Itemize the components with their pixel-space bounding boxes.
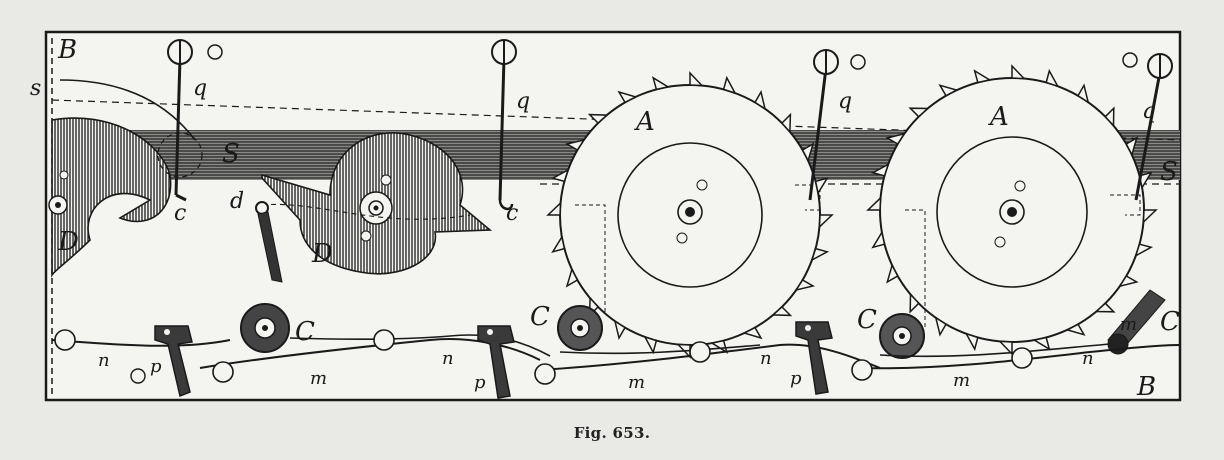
label-n4: n [1082, 348, 1094, 369]
wheel-a1-tooth [771, 305, 793, 317]
wheel-a2-tooth [885, 132, 906, 146]
wheel-a2-tooth [1045, 68, 1060, 88]
wheel-a2-tooth [1134, 243, 1154, 258]
label-p1: p [150, 356, 162, 377]
wheel-a2-tooth [1094, 302, 1116, 313]
wires [51, 334, 1181, 371]
wheel-a2-tooth [908, 107, 930, 118]
wheel-a1-tooth [753, 89, 767, 111]
label-n1: n [98, 350, 110, 371]
wheel-a2-tooth [886, 263, 899, 284]
wheel-a1-tooth [643, 335, 658, 355]
figure-caption: Fig. 653. [573, 424, 651, 442]
label-n2: n [442, 348, 454, 369]
wire-pins [54, 329, 1033, 385]
label-a1: A [634, 107, 655, 137]
levers-p [154, 321, 833, 399]
wheel-a1-tooth [546, 201, 562, 216]
label-d2: D [311, 239, 333, 269]
wheel-a1-tooth [565, 267, 579, 288]
wheel-a1 [559, 84, 821, 346]
lever-d [255, 201, 283, 283]
label-q2: q [516, 89, 530, 114]
wheel-a2-tooth [1118, 274, 1139, 288]
label-c2: c [506, 201, 518, 226]
wheel-a1-tooth [801, 142, 815, 163]
wheel-a2-tooth [973, 69, 992, 84]
label-q3: q [838, 89, 852, 114]
arc-s [59, 79, 196, 141]
label-c-roller-1: C [295, 317, 315, 347]
wheel-a1-tooth [794, 278, 816, 292]
wheel-teeth [546, 64, 1158, 359]
label-m3: m [953, 370, 970, 391]
label-a2: A [988, 102, 1009, 132]
wheel-a2-tooth [938, 84, 959, 97]
wheel-a2-tooth [1125, 136, 1138, 157]
wheel-a2-tooth [1065, 323, 1086, 336]
wheel-a1-tooth [722, 75, 737, 95]
wheel-a1-tooth [587, 113, 609, 125]
wheel-a1-tooth [617, 90, 638, 104]
wheel-a1-tooth [551, 235, 566, 254]
wheel-a2-tooth [871, 230, 886, 249]
label-q1: q [193, 76, 207, 101]
wheel-a2 [879, 77, 1145, 343]
label-m1: m [310, 368, 327, 389]
wheel-a2-tooth [964, 332, 979, 352]
label-c-roller-4: C [1160, 307, 1180, 337]
label-s-center: S [222, 139, 240, 169]
label-b-bottom: B [1136, 372, 1156, 402]
wheel-a2-tooth [1032, 336, 1051, 351]
wheel-a2-tooth [866, 196, 882, 211]
wheel-a1-tooth [613, 319, 627, 341]
label-s-right: S [1160, 157, 1178, 187]
wheel-a1-tooth [564, 138, 586, 152]
label-b-top: B [57, 35, 77, 65]
label-m4: m [1120, 314, 1137, 335]
wheel-a2-tooth [1142, 209, 1158, 224]
wheel-a1-tooth [780, 112, 792, 134]
rollers-c [240, 289, 1166, 359]
cam-d1 [48, 117, 203, 278]
label-c1: c [174, 201, 186, 226]
label-s-left: s [30, 76, 41, 101]
rods-q [167, 39, 1173, 211]
wheel-a2-tooth [1076, 83, 1090, 104]
wheel-a2-tooth [909, 292, 920, 314]
label-d: d [230, 189, 244, 214]
wheel-a1-tooth [742, 326, 763, 340]
wheel-a1-tooth [818, 214, 834, 229]
label-m2: m [628, 372, 645, 393]
label-p2: p [474, 372, 486, 393]
wheel-a2-tooth [934, 316, 948, 337]
wheel-a1-tooth [814, 176, 829, 195]
cam-d2 [261, 132, 493, 275]
label-d1: D [57, 227, 79, 257]
label-c-roller-2: C [530, 302, 550, 332]
wheel-a2-tooth [1104, 106, 1115, 128]
wheel-a1-tooth [651, 76, 670, 91]
wheel-a2-tooth [998, 340, 1013, 356]
wheel-a1-tooth [810, 247, 830, 262]
label-q4: q [1142, 99, 1156, 124]
label-p3: p [790, 368, 802, 389]
label-n3: n [760, 348, 772, 369]
wheel-a1-tooth [689, 71, 704, 87]
wheel-a1-tooth [550, 168, 570, 183]
wheel-a2-tooth [870, 162, 890, 177]
label-c-roller-3: C [857, 305, 877, 335]
wheel-a2-tooth [1011, 64, 1026, 80]
